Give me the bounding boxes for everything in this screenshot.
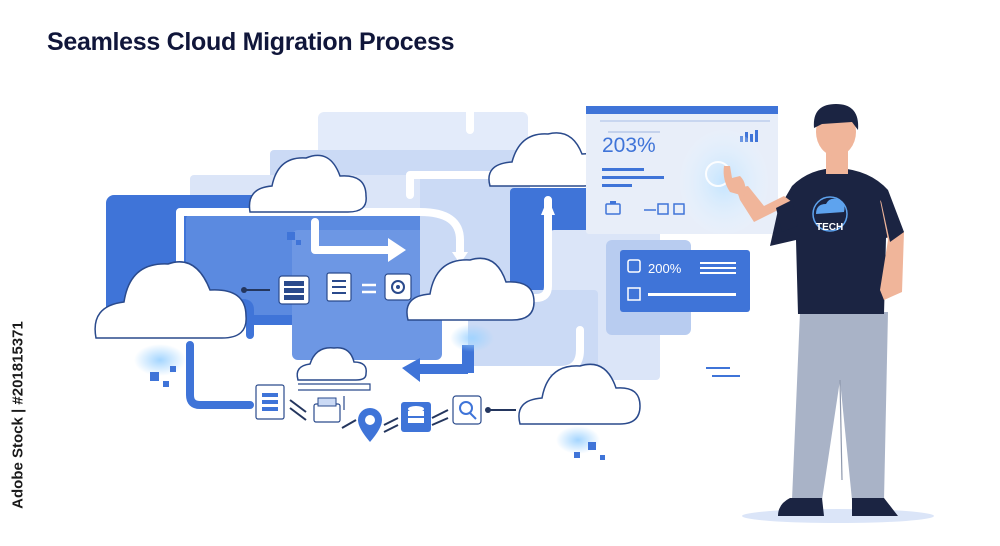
dashboard-side-panel [620, 250, 750, 312]
server-icon [278, 275, 310, 305]
cloud-icon [406, 257, 535, 321]
cloud-base-line [298, 383, 371, 391]
connector-lines [244, 289, 516, 433]
settings-icon [384, 273, 412, 301]
person [723, 104, 934, 523]
flow-lines [186, 299, 254, 409]
top-panel-value: 203% [602, 134, 656, 157]
database-icon [401, 402, 431, 432]
cloud-icon [518, 363, 641, 425]
printer-icon [313, 396, 345, 423]
cloud-icon [94, 261, 247, 339]
pixel-squares [150, 232, 605, 460]
side-panel-value: 200% [648, 261, 682, 276]
camera-icon [605, 201, 621, 215]
blue-arrows [402, 345, 474, 382]
arrowheads [388, 198, 555, 264]
cloud-icon [296, 347, 367, 381]
search-icon [452, 395, 482, 425]
location-pin-icon [358, 408, 382, 442]
checkbox-icon [644, 203, 685, 215]
shirt-text: TECH [816, 222, 843, 233]
document-icon [255, 384, 285, 420]
cloud-icon [248, 154, 367, 213]
page-title: Seamless Cloud Migration Process [47, 28, 455, 56]
decorative-dashes [706, 367, 740, 377]
equals-connector [362, 283, 376, 294]
document-icon [326, 272, 352, 302]
